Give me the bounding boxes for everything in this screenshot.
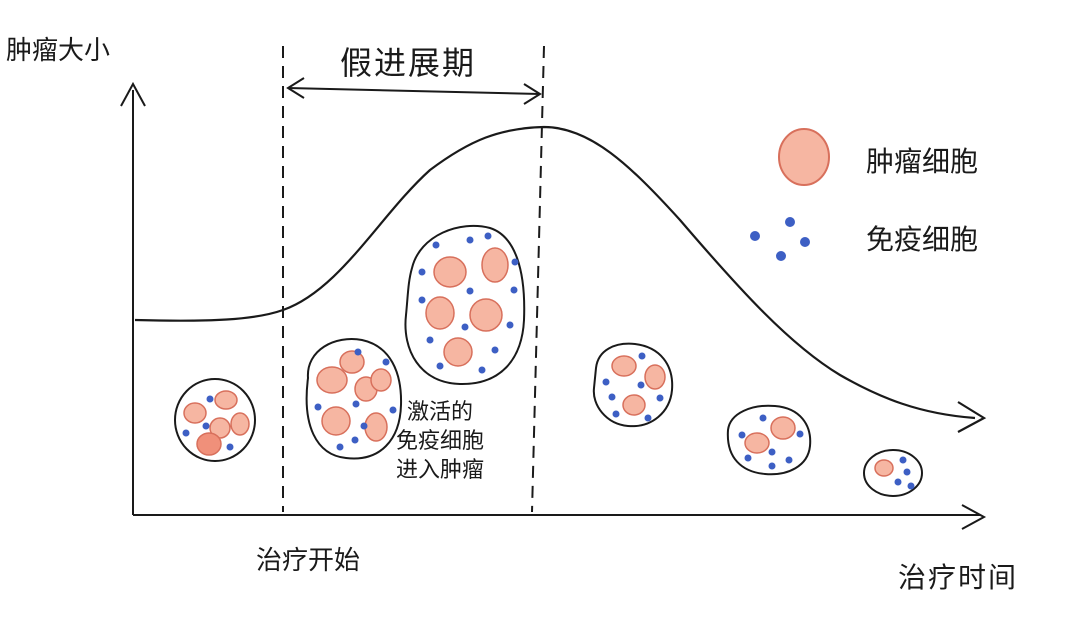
- immune-cell: [426, 336, 434, 344]
- immune-cell: [432, 241, 440, 249]
- legend-immune-cell-icon: [750, 217, 810, 261]
- tumor-cluster-4: [592, 342, 674, 428]
- tumor-cell: [316, 366, 348, 394]
- immune-cell: [638, 352, 646, 360]
- immune-cell: [382, 358, 390, 366]
- immune-cell: [510, 286, 518, 294]
- immune-cell: [389, 406, 397, 414]
- tumor-cell: [321, 406, 351, 436]
- tumor-cell: [622, 394, 646, 416]
- y-axis-label: 肿瘤大小: [6, 36, 111, 66]
- tumor-cluster-6: [863, 449, 923, 497]
- immune-cell: [352, 400, 360, 408]
- immune-cell: [461, 323, 469, 331]
- tumor-cell: [196, 432, 222, 456]
- immune-cell: [226, 443, 234, 451]
- tumor-cell: [425, 296, 455, 330]
- tumor-cell: [370, 368, 392, 392]
- immune-cell: [644, 414, 652, 422]
- immune-cell: [612, 410, 620, 418]
- immune-cell: [903, 468, 911, 476]
- pseudoprogression-arrow: [287, 87, 541, 95]
- tumor-cell: [443, 337, 473, 367]
- immune-cell: [759, 414, 767, 422]
- immune-cell: [511, 258, 519, 266]
- immune-cell: [351, 436, 359, 444]
- immune-cell: [608, 393, 616, 401]
- curve-arrow-icon: [957, 401, 987, 433]
- legend-immune-label: 免疫细胞: [866, 223, 979, 256]
- tumor-cell: [611, 355, 637, 377]
- immune-cell: [206, 395, 214, 403]
- immune-cell: [418, 268, 426, 276]
- immune-cell: [314, 403, 322, 411]
- immune-cell: [744, 454, 752, 462]
- tumor-cluster-3: [404, 224, 526, 386]
- tumor-size-curve: [134, 125, 976, 420]
- immune-cell: [360, 422, 368, 430]
- tumor-cluster-1: [174, 378, 256, 462]
- annotation-line-3: 进入肿瘤: [396, 458, 485, 483]
- immune-cell: [506, 321, 514, 329]
- tumor-cell: [339, 350, 365, 374]
- tumor-cell: [644, 364, 666, 390]
- immune-cell: [907, 482, 915, 490]
- tumor-cell: [469, 298, 503, 332]
- immune-cell: [768, 462, 776, 470]
- immune-cell: [418, 296, 426, 304]
- tumor-cluster-5: [726, 404, 812, 476]
- immune-cell: [466, 287, 474, 295]
- immune-cell: [336, 443, 344, 451]
- immune-cell: [484, 232, 492, 240]
- tumor-cluster-2: [305, 338, 403, 460]
- immune-cell: [785, 456, 793, 464]
- y-axis-arrow-icon: [120, 81, 146, 107]
- legend-tumor-label: 肿瘤细胞: [866, 145, 979, 178]
- tumor-cell: [230, 412, 250, 436]
- pseudoprogression-end-dashed-line: [531, 45, 545, 513]
- immune-cell: [656, 394, 664, 402]
- immune-cell: [354, 348, 362, 356]
- immune-cell: [202, 422, 210, 430]
- arrow-right-icon: [523, 83, 542, 105]
- x-axis-label: 治疗时间: [898, 561, 1019, 594]
- immune-cell: [894, 478, 902, 486]
- immune-cell: [478, 366, 486, 374]
- legend-tumor-cell-icon: [778, 128, 830, 186]
- immune-cell: [637, 381, 645, 389]
- immune-cell: [738, 431, 746, 439]
- immune-cell: [466, 236, 474, 244]
- tumor-cell: [874, 459, 894, 477]
- immune-cell: [491, 346, 499, 354]
- tumor-cell: [481, 247, 509, 283]
- tumor-cell: [209, 417, 231, 439]
- immune-cell: [182, 429, 190, 437]
- tumor-cell: [770, 416, 796, 440]
- tumor-cell: [364, 412, 388, 442]
- pseudoprogression-label: 假进展期: [340, 44, 477, 82]
- annotation-line-1: 激活的: [407, 400, 474, 425]
- tumor-cell: [214, 390, 238, 410]
- annotation-line-2: 免疫细胞: [396, 429, 485, 454]
- immune-cell: [899, 456, 907, 464]
- tumor-cell: [744, 432, 770, 454]
- arrow-left-icon: [286, 77, 305, 99]
- treatment-start-label: 治疗开始: [256, 546, 361, 576]
- tumor-cell: [183, 402, 207, 424]
- immune-cell: [602, 378, 610, 386]
- activated-immune-annotation: 激活的 免疫细胞 进入肿瘤: [396, 398, 484, 485]
- immune-cell: [796, 430, 804, 438]
- immune-cell: [768, 448, 776, 456]
- x-axis-arrow-icon: [961, 504, 987, 530]
- immune-cell: [436, 362, 444, 370]
- tumor-cell: [433, 256, 467, 288]
